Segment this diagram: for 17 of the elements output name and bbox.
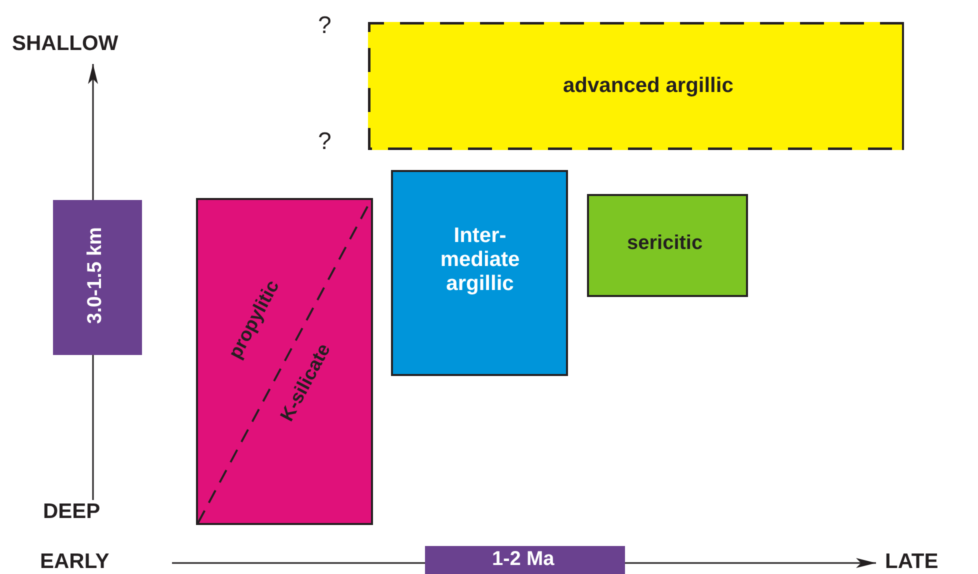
- zone-label: 3.0-1.5 km: [83, 226, 106, 324]
- alteration-zone-box: [368, 22, 904, 150]
- axis-label: SHALLOW: [12, 32, 118, 56]
- depth-range-box: [53, 200, 142, 355]
- time-range-box: [425, 546, 625, 574]
- zone-label: 1-2 Ma: [492, 548, 554, 570]
- question-mark: ?: [318, 128, 332, 156]
- axis-label: DEEP: [43, 500, 100, 524]
- zone-label: sericitic: [627, 232, 703, 254]
- zone-label: Inter- mediate argillic: [439, 224, 521, 296]
- alteration-zone-box: [391, 170, 568, 376]
- axis-label: EARLY: [40, 550, 110, 574]
- question-mark: ?: [318, 12, 332, 40]
- alteration-zone-box: [587, 194, 748, 297]
- axis-label: LATE: [885, 550, 938, 574]
- zone-label: advanced argillic: [563, 74, 734, 98]
- alteration-zone-box: [196, 198, 373, 525]
